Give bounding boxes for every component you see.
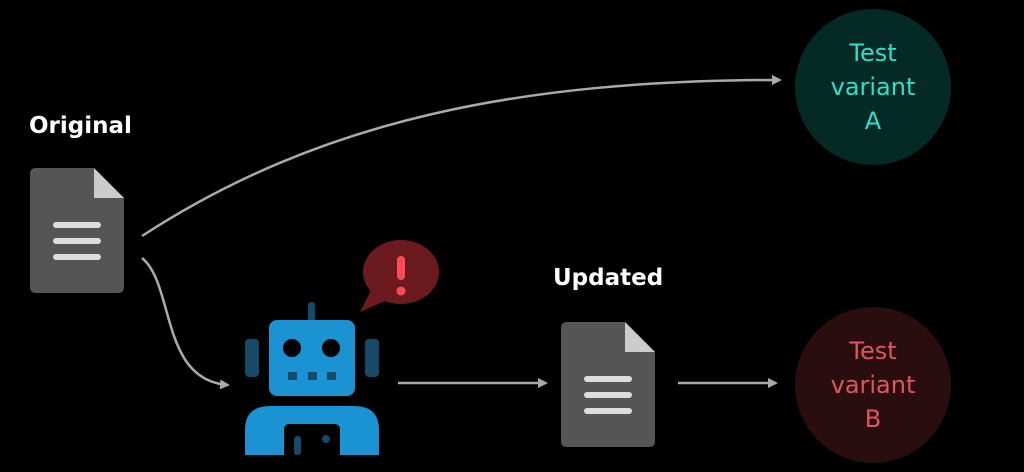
test-variant-a: Test variant A	[795, 9, 951, 165]
alert-bubble-icon	[360, 240, 439, 312]
variant-a-line3: A	[864, 107, 882, 135]
variant-a-line1: Test	[849, 39, 897, 67]
variant-b-line1: Test	[849, 337, 897, 365]
robot-icon	[245, 302, 379, 455]
original-label: Original	[29, 113, 132, 139]
test-variant-b: Test variant B	[795, 307, 951, 463]
arrow-original-to-variant-a	[141, 75, 782, 238]
variant-b-line3: B	[864, 405, 882, 433]
arrow-original-to-robot	[141, 257, 230, 390]
variant-b-line2: variant	[830, 371, 916, 399]
updated-label: Updated	[553, 265, 664, 291]
original-document-icon	[30, 168, 124, 293]
updated-document-icon	[561, 322, 655, 447]
variant-a-line2: variant	[830, 73, 916, 101]
